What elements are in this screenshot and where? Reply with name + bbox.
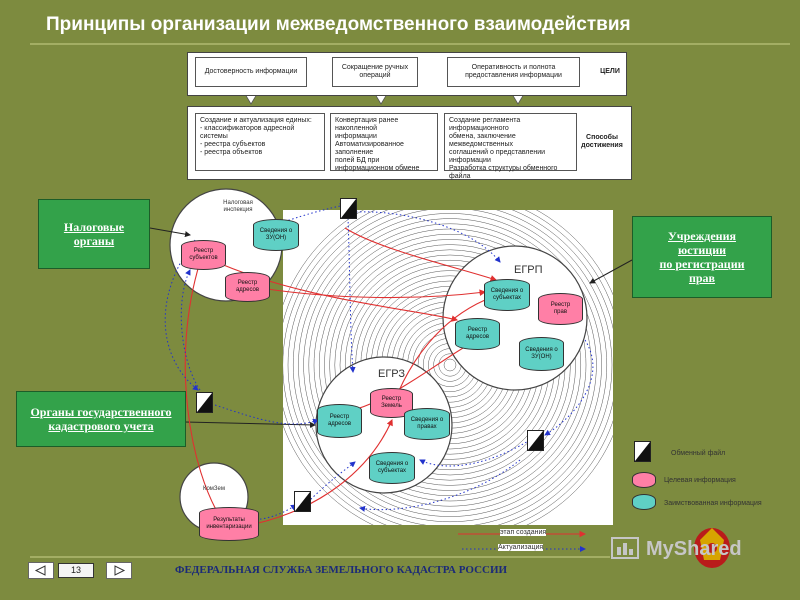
tax-authorities-label: Налоговые органы bbox=[38, 199, 150, 269]
tax-addresses-register: Реестр адресов bbox=[225, 272, 270, 302]
exchange-file-icon bbox=[294, 491, 311, 512]
triangle-left-icon bbox=[34, 565, 46, 576]
brand-watermark: MyShared bbox=[646, 538, 742, 560]
egrp-title: ЕГРП bbox=[514, 264, 543, 276]
egrz-addresses-register: Реестр адресов bbox=[317, 404, 362, 438]
justice-label: Учреждения юстиции по регистрации прав bbox=[632, 216, 772, 298]
slide-title: Принципы организации межведомственного в… bbox=[46, 14, 631, 35]
komzem-title: КомЗем bbox=[202, 486, 226, 492]
next-slide-button[interactable] bbox=[106, 562, 132, 579]
actualization-connectors bbox=[164, 203, 594, 521]
legend-actualization: Актуализация bbox=[498, 544, 544, 551]
cadastre-label: Органы государственного кадастрового уче… bbox=[16, 391, 186, 447]
legend-exchange-file-icon bbox=[634, 441, 651, 462]
exchange-file-icon bbox=[527, 430, 544, 451]
tax-zu-register: Сведения о ЗУ(ОН) bbox=[253, 219, 299, 251]
methods-tag: Способы достижения bbox=[581, 134, 623, 149]
goal-reliability: Достоверность информации bbox=[195, 57, 307, 87]
page-number: 13 bbox=[58, 563, 94, 578]
goal-timeliness: Оперативность и полнота предоставления и… bbox=[447, 57, 580, 87]
presentation-icon bbox=[611, 537, 639, 559]
legend-target-info: Целевая информация bbox=[664, 477, 736, 484]
method-regulation: Создание регламента информационного обме… bbox=[444, 113, 577, 180]
legend-borrowed-info: Заимствованная информация bbox=[664, 500, 762, 507]
triangle-right-icon bbox=[114, 565, 126, 576]
egrz-circle bbox=[315, 356, 453, 494]
egrp-zu-register: Сведения о ЗУ(ОН) bbox=[519, 337, 564, 371]
egrp-addresses-register: Реестр адресов bbox=[455, 318, 500, 350]
egrp-subjects-register: Сведения о субъектах bbox=[484, 279, 530, 311]
prev-slide-button[interactable] bbox=[28, 562, 54, 579]
legend-borrowed-swatch bbox=[632, 494, 656, 510]
legend-target-swatch bbox=[632, 472, 656, 488]
exchange-file-icon bbox=[340, 198, 357, 219]
egrz-title: ЕГРЗ bbox=[378, 368, 406, 380]
agency-footer: ФЕДЕРАЛЬНАЯ СЛУЖБА ЗЕМЕЛЬНОГО КАДАСТРА Р… bbox=[175, 564, 508, 576]
legend-exchange-file: Обменный файл bbox=[671, 450, 726, 457]
goals-tag: ЦЕЛИ bbox=[600, 68, 620, 75]
egrp-rights-register: Реестр прав bbox=[538, 293, 583, 325]
exchange-file-icon bbox=[196, 392, 213, 413]
tax-circle-title: Налоговая инспекция bbox=[223, 200, 253, 213]
goal-reduce-manual: Сокращение ручных операций bbox=[332, 57, 418, 87]
tax-subjects-register: Реестр субъектов bbox=[181, 240, 226, 270]
egrz-rights-register: Сведения о правах bbox=[404, 408, 450, 440]
egrz-subjects-register: Сведения о субъектах bbox=[369, 452, 415, 484]
method-conversion: Конвертация ранее накопленной информации… bbox=[330, 113, 438, 172]
legend-stage-creation: этап создания bbox=[500, 529, 547, 536]
komzem-results-register: Результаты инвентаризации bbox=[199, 507, 259, 541]
method-classifiers: Создание и актуализация единых: - класси… bbox=[195, 113, 325, 171]
eagle-emblem-icon bbox=[694, 528, 730, 568]
